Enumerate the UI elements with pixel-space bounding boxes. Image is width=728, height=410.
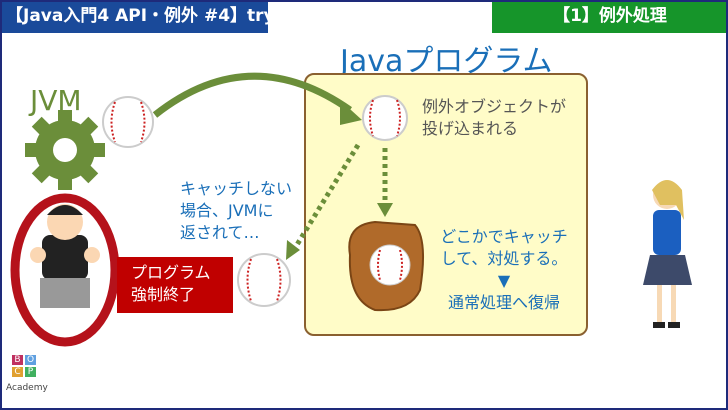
uncaught-text: キャッチしない 場合、JVMに 返されて… [180, 178, 292, 244]
terminate-label: プログラム 強制終了 [117, 257, 233, 313]
caught-text-line: して、対処する。 [440, 249, 568, 268]
uncaught-text-line: キャッチしない [180, 179, 293, 198]
caught-text-line: 通常処理へ復帰 [447, 293, 560, 312]
throw-arrow [152, 72, 353, 118]
glove-icon [348, 220, 424, 312]
surprised-woman-icon [643, 180, 692, 328]
logo-letter: B [12, 355, 23, 365]
logo-letter: C [12, 367, 23, 377]
umpire-icon [30, 204, 100, 308]
baseball-icon [362, 95, 408, 141]
caught-text-line: どこかでキャッチ [440, 227, 568, 246]
header-left-title: 【Java入門4 API・例外 #4】try-catch [0, 0, 334, 33]
header-right-title: 【1】例外処理 [492, 0, 728, 33]
thrown-text-line: 例外オブジェクトが [422, 97, 567, 116]
logo-letter: O [25, 355, 36, 365]
terminate-text-line: 強制終了 [131, 285, 196, 304]
academy-logo: B O C P Academy [6, 355, 51, 405]
throw-arrow-head [340, 100, 362, 125]
uncaught-arrow [292, 143, 361, 250]
jvm-label: JVM [30, 84, 82, 117]
caught-text: どこかでキャッチ して、対処する。 ▼ 通常処理へ復帰 [434, 226, 574, 314]
down-arrow-icon: ▼ [497, 271, 511, 290]
logo-text: Academy [6, 383, 48, 393]
logo-letter: P [25, 367, 36, 377]
baseball-icon [237, 253, 291, 307]
terminate-text-line: プログラム [131, 263, 211, 282]
uncaught-text-line: 場合、JVMに [180, 201, 274, 220]
thrown-text-line: 投げ込まれる [422, 119, 519, 138]
uncaught-text-line: 返されて… [180, 223, 260, 242]
thrown-text: 例外オブジェクトが 投げ込まれる [422, 96, 566, 140]
gear-icon [25, 110, 105, 190]
baseball-icon [102, 96, 154, 148]
